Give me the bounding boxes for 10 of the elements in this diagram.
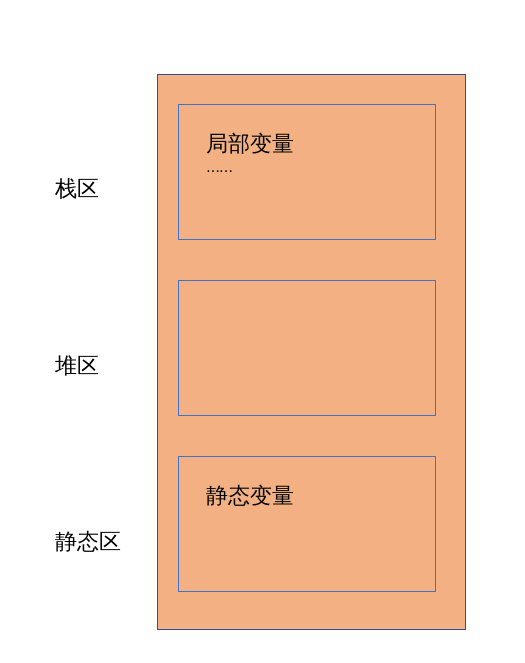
region-heading: 局部变量 <box>206 132 294 158</box>
region-label: 静态区 <box>55 530 121 556</box>
memory-panel <box>157 74 466 630</box>
ellipsis-text: …… <box>206 161 232 175</box>
region-label: 堆区 <box>55 354 99 380</box>
region-box <box>178 104 436 240</box>
region-heading: 静态变量 <box>206 484 294 510</box>
region-label: 栈区 <box>55 177 99 203</box>
region-box <box>178 456 436 592</box>
region-box <box>178 280 436 416</box>
